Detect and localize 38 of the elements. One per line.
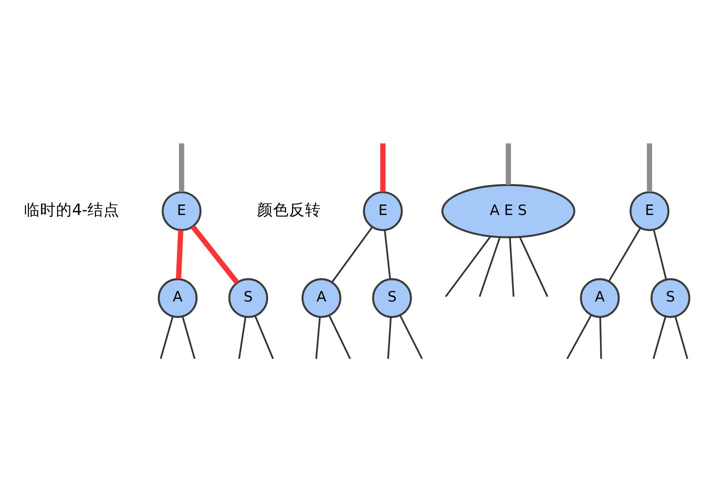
node-circle: E [162, 190, 202, 231]
connector [608, 226, 642, 282]
connector [315, 316, 321, 358]
connector [160, 316, 174, 358]
connector [506, 142, 511, 184]
connector [599, 317, 602, 358]
connector [387, 316, 392, 358]
connector [519, 236, 548, 296]
node-circle: A [580, 278, 620, 318]
connector [509, 236, 514, 296]
connector [653, 229, 667, 279]
connector [238, 316, 246, 358]
node-circle: S [650, 278, 690, 318]
node-circle: S [228, 278, 268, 318]
node-circle: S [372, 278, 412, 318]
connector [190, 224, 240, 284]
connector [178, 142, 184, 192]
connector [652, 316, 666, 358]
connector [328, 314, 351, 359]
connector [399, 314, 423, 359]
connector [254, 315, 274, 359]
connector [182, 316, 196, 358]
label: 颜色反转 [256, 200, 321, 219]
node-ellipse: A E S [441, 184, 576, 238]
node-circle: E [362, 190, 403, 231]
node-circle: A [302, 278, 342, 318]
label: 临时的4-结点 [24, 200, 120, 219]
connector [331, 226, 373, 282]
connector [176, 230, 184, 279]
node-circle: E [630, 190, 670, 231]
connector [646, 142, 652, 192]
connector [674, 316, 688, 358]
connector [384, 230, 391, 278]
connector [445, 235, 492, 297]
connector [566, 314, 592, 359]
connector [380, 142, 386, 192]
node-circle: A [158, 278, 198, 318]
connector [478, 236, 501, 296]
